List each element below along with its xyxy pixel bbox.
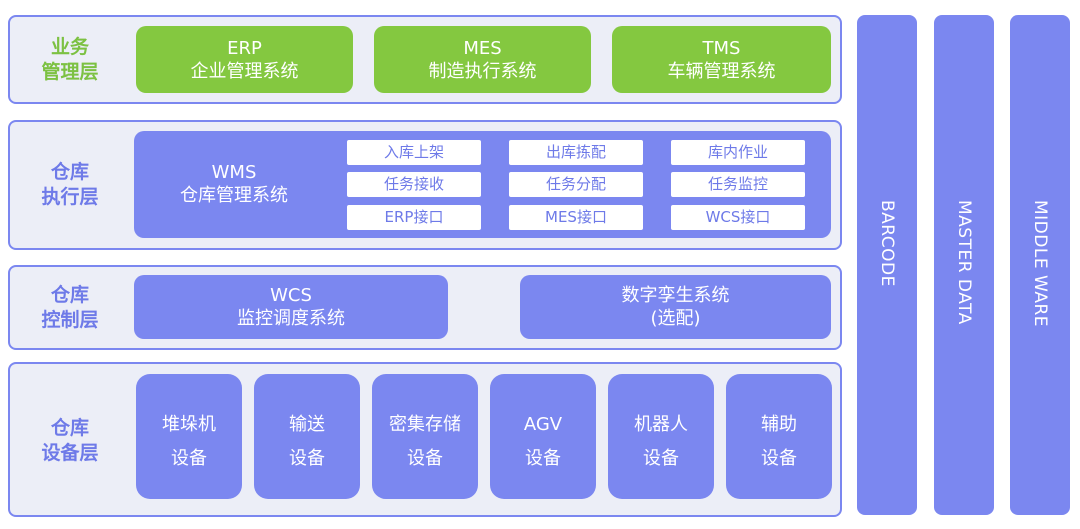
business-layer-label: 业务 管理层 [41, 36, 99, 83]
device-agv: AGV 设备 [490, 374, 596, 499]
master-data-label: MASTER DATA [954, 200, 974, 325]
digital-twin-desc: (选配) [650, 308, 701, 329]
wms-name: WMS [211, 162, 257, 183]
control-layer: 仓库 控制层 WCS 监控调度系统 数字孪生系统 (选配) [8, 265, 842, 350]
equipment-layer-label: 仓库 设备层 [41, 417, 99, 464]
wcs-name: WCS [270, 285, 312, 306]
middleware-label: MIDDLE WARE [1030, 200, 1050, 328]
wms-function-item: MES接口 [509, 205, 643, 230]
barcode-column: BARCODE [857, 15, 917, 515]
mes-box: MES 制造执行系统 [374, 26, 591, 93]
wcs-desc: 监控调度系统 [237, 308, 345, 329]
wms-function-item: 任务接收 [347, 172, 481, 197]
digital-twin-name: 数字孪生系统 [621, 285, 730, 306]
wms-title: WMS 仓库管理系统 [134, 161, 334, 207]
wms-function-item: 任务监控 [671, 172, 805, 197]
tms-desc: 车辆管理系统 [667, 61, 776, 82]
tms-name: TMS [702, 38, 741, 59]
business-layer: 业务 管理层 ERP 企业管理系统 MES 制造执行系统 TMS 车辆管理系统 [8, 15, 842, 104]
device-conveyor: 输送 设备 [254, 374, 360, 499]
execution-layer-label: 仓库 执行层 [41, 161, 99, 208]
execution-layer: 仓库 执行层 WMS 仓库管理系统 入库上架 出库拣配 库内作业 任务接收 任务… [8, 120, 842, 250]
wms-function-item: 库内作业 [671, 140, 805, 165]
middleware-column: MIDDLE WARE [1010, 15, 1070, 515]
erp-name: ERP [227, 38, 262, 59]
master-data-column: MASTER DATA [934, 15, 994, 515]
barcode-label: BARCODE [877, 200, 897, 287]
digital-twin-box: 数字孪生系统 (选配) [520, 275, 831, 339]
wcs-box: WCS 监控调度系统 [134, 275, 448, 339]
wms-function-item: 出库拣配 [509, 140, 643, 165]
device-stacker: 堆垛机 设备 [136, 374, 242, 499]
control-layer-label: 仓库 控制层 [41, 284, 99, 331]
wms-function-item: 任务分配 [509, 172, 643, 197]
wms-function-item: 入库上架 [347, 140, 481, 165]
erp-desc: 企业管理系统 [190, 61, 299, 82]
tms-box: TMS 车辆管理系统 [612, 26, 831, 93]
wms-box: WMS 仓库管理系统 入库上架 出库拣配 库内作业 任务接收 任务分配 任务监控… [134, 131, 831, 238]
device-dense-storage: 密集存储 设备 [372, 374, 478, 499]
wms-function-item: ERP接口 [347, 205, 481, 230]
wms-function-item: WCS接口 [671, 205, 805, 230]
equipment-layer: 仓库 设备层 堆垛机 设备 输送 设备 密集存储 设备 AGV 设备 机器人 设… [8, 362, 842, 517]
wms-desc: 仓库管理系统 [180, 185, 288, 206]
erp-box: ERP 企业管理系统 [136, 26, 353, 93]
device-robot: 机器人 设备 [608, 374, 714, 499]
mes-desc: 制造执行系统 [428, 61, 537, 82]
device-auxiliary: 辅助 设备 [726, 374, 832, 499]
mes-name: MES [463, 38, 502, 59]
